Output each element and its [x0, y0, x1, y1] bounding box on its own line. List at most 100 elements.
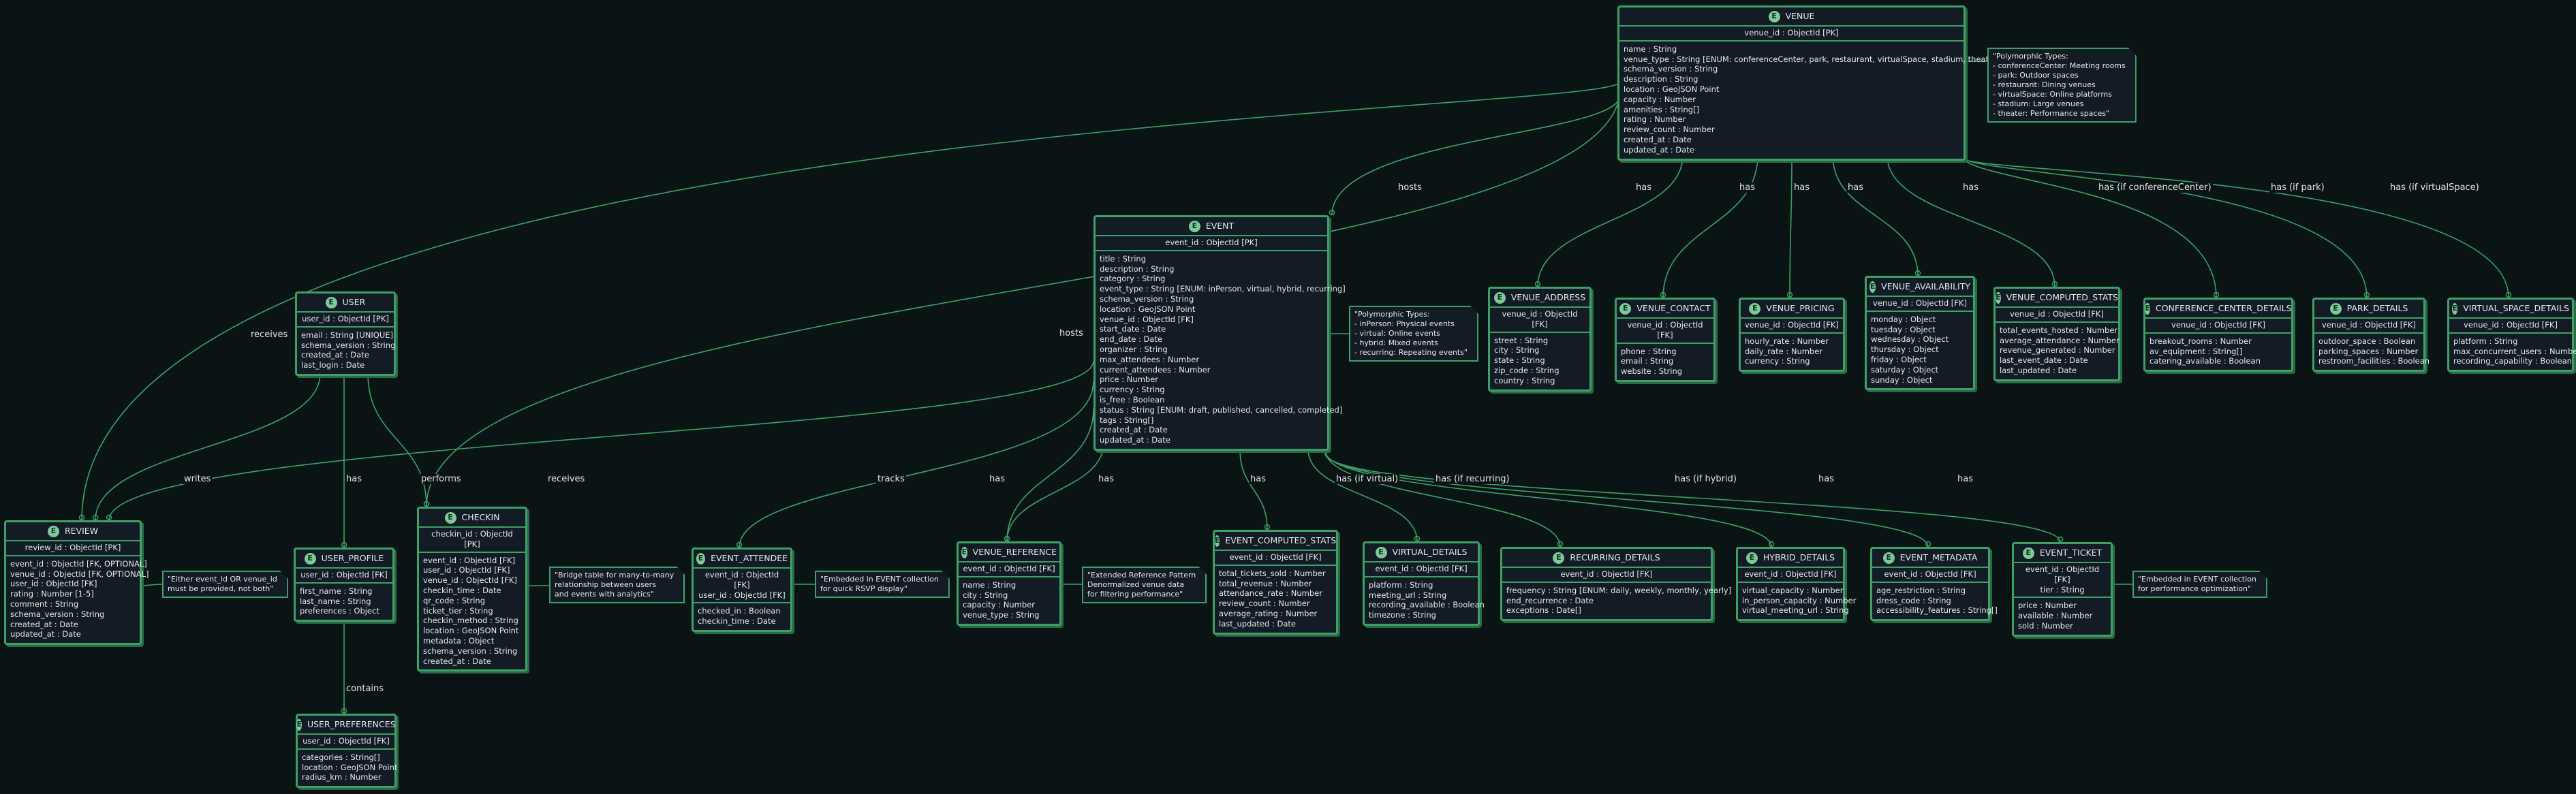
note-connector-review — [139, 584, 163, 586]
entity-attribute: tags : String[] — [1100, 415, 1154, 425]
entity-attribute: event_type : String [ENUM: inPerson, vir… — [1100, 284, 1346, 294]
note-line: "Bridge table for many-to-many — [555, 571, 674, 579]
crowfoot-marker — [2057, 536, 2064, 543]
relationship-line-event-has-stats — [1239, 449, 1268, 530]
entity-icon: E — [1214, 535, 1220, 547]
entity-attribute: venue_type : String — [963, 610, 1040, 620]
entity-attribute: checkin_time : Date — [698, 616, 776, 626]
relationship-line-event-has-ticket — [1324, 453, 2061, 543]
entity-key: user_id : ObjectId [FK] — [298, 735, 394, 750]
rel-label-event-has-hybrid: has (if hybrid) — [1673, 474, 1738, 484]
entity-attribute: meeting_url : String — [1369, 590, 1447, 600]
note-line: must be provided, not both" — [168, 584, 274, 593]
rel-label-event-has-virtual: has (if virtual) — [1335, 474, 1400, 484]
entity-key: venue_id : ObjectId [FK] — [2314, 319, 2423, 334]
note-line: "Polymorphic Types: — [1993, 52, 2068, 61]
entity-icon: E — [2452, 303, 2458, 315]
note-line: for filtering performance" — [1087, 590, 1183, 599]
entity-attribute: user_id : ObjectId [FK] — [10, 579, 97, 589]
crowfoot-marker — [341, 541, 347, 548]
entity-attribute: venue_id : ObjectId [FK, OPTIONAL] — [10, 569, 149, 579]
relationship-line-venue-hosts-checkin — [426, 88, 1621, 507]
entity-attribute: accessibility_features : String[] — [1876, 605, 1998, 616]
entity-attribute: end_recurrence : Date — [1506, 595, 1594, 605]
entity-attribute: city : String — [1494, 345, 1540, 355]
rel-label-user-performs-checkin: performs — [420, 474, 463, 484]
entity-icon: E — [1188, 221, 1200, 232]
note-line: "Polymorphic Types: — [1354, 310, 1430, 319]
relationship-line-venue-has-address — [1537, 155, 1683, 287]
entity-attribute: status : String [ENUM: draft, published,… — [1100, 404, 1343, 415]
entity-attribute: category : String — [1100, 274, 1166, 284]
entity-attribute: frequency : String [ENUM: daily, weekly,… — [1506, 585, 1732, 595]
entity-name: REVIEW — [64, 526, 99, 537]
relationship-line-venue-has-conference — [1961, 155, 2217, 298]
entity-key: event_id : ObjectId [FK]tier : String — [2014, 563, 2111, 599]
entity-name: EVENT — [1205, 221, 1235, 232]
note-venue-polymorphic: "Polymorphic Types:- conferenceCenter: M… — [1987, 48, 2137, 123]
entity-attribute: review_count : Number — [1624, 125, 1715, 135]
rel-label-event-has-metadata: has — [1817, 474, 1835, 484]
crowfoot-marker — [1534, 281, 1541, 287]
note-line: - park: Outdoor spaces — [1993, 71, 2079, 80]
entity-attribute: radius_km : Number — [302, 772, 382, 782]
entity-attribute: parking_spaces : Number — [2318, 346, 2419, 356]
rel-label-event-tracks-attendee: tracks — [876, 474, 906, 484]
entity-name: EVENT_COMPUTED_STATS — [1225, 535, 1337, 546]
crowfoot-marker — [1925, 541, 1931, 547]
entity-attribute: tuesday : Object — [1871, 324, 1936, 334]
entity-attribute: attendance_rate : Number — [1219, 588, 1322, 599]
entity-attribute: location : GeoJSON Point — [302, 762, 398, 772]
entity-name: CHECKIN — [461, 512, 500, 523]
entity-name: VIRTUAL_SPACE_DETAILS — [2463, 303, 2569, 314]
crowfoot-marker — [2213, 291, 2220, 298]
entity-icon: E — [2329, 303, 2342, 315]
entity-attribute: capacity : Number — [963, 600, 1035, 610]
entity-attribute: dress_code : String — [1876, 595, 1951, 605]
entity-key: checkin_id : ObjectId [PK] — [419, 528, 525, 553]
crowfoot-marker — [106, 514, 112, 521]
entity-name: VENUE_COMPUTED_STATS — [2006, 292, 2118, 303]
relationship-line-event-has-venueref2 — [1006, 442, 1104, 542]
entity-attribute: venue_id : ObjectId [FK] — [1100, 314, 1194, 324]
entity-attribute: venue_id : ObjectId [FK] — [423, 575, 517, 586]
entity-key: venue_id : ObjectId [FK] — [1867, 297, 1973, 312]
entity-attribute: location : GeoJSON Point — [1100, 304, 1196, 314]
note-line: for quick RSVP display" — [820, 584, 907, 593]
entity-attribute: av_equipment : String[] — [2150, 346, 2243, 356]
entity-icon: E — [961, 547, 967, 558]
relationship-line-event-has-virtual — [1307, 449, 1418, 542]
relationship-line-venue-has-contact — [1662, 155, 1758, 298]
entity-name: EVENT_METADATA — [1899, 552, 1978, 563]
entity-attribute: start_date : Date — [1100, 324, 1166, 334]
